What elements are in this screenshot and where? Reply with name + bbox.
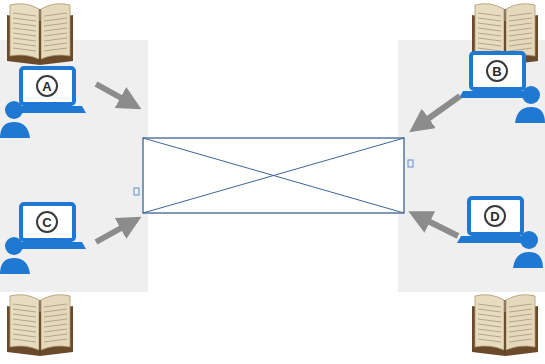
callout-letter: B [492,65,501,78]
callout-letter: A [42,80,51,93]
small-mark [134,188,139,195]
user-laptop [459,53,545,123]
central-placeholder [143,138,404,213]
letter-circle: B [486,60,508,82]
letter-circle: D [484,205,506,227]
letter-circle: A [36,75,58,97]
gray-arrows [96,84,460,242]
user-laptop [457,198,543,268]
book-icon [7,295,73,356]
letter-circle: C [36,211,58,233]
user-laptop [0,204,86,274]
book-icon [7,4,73,65]
right-panel [398,40,545,292]
user-laptop [0,68,86,138]
callout-letter: D [490,210,499,223]
book-icon [472,295,538,356]
small-mark [408,160,413,167]
left-panel [0,40,148,292]
callout-letter: C [42,216,51,229]
